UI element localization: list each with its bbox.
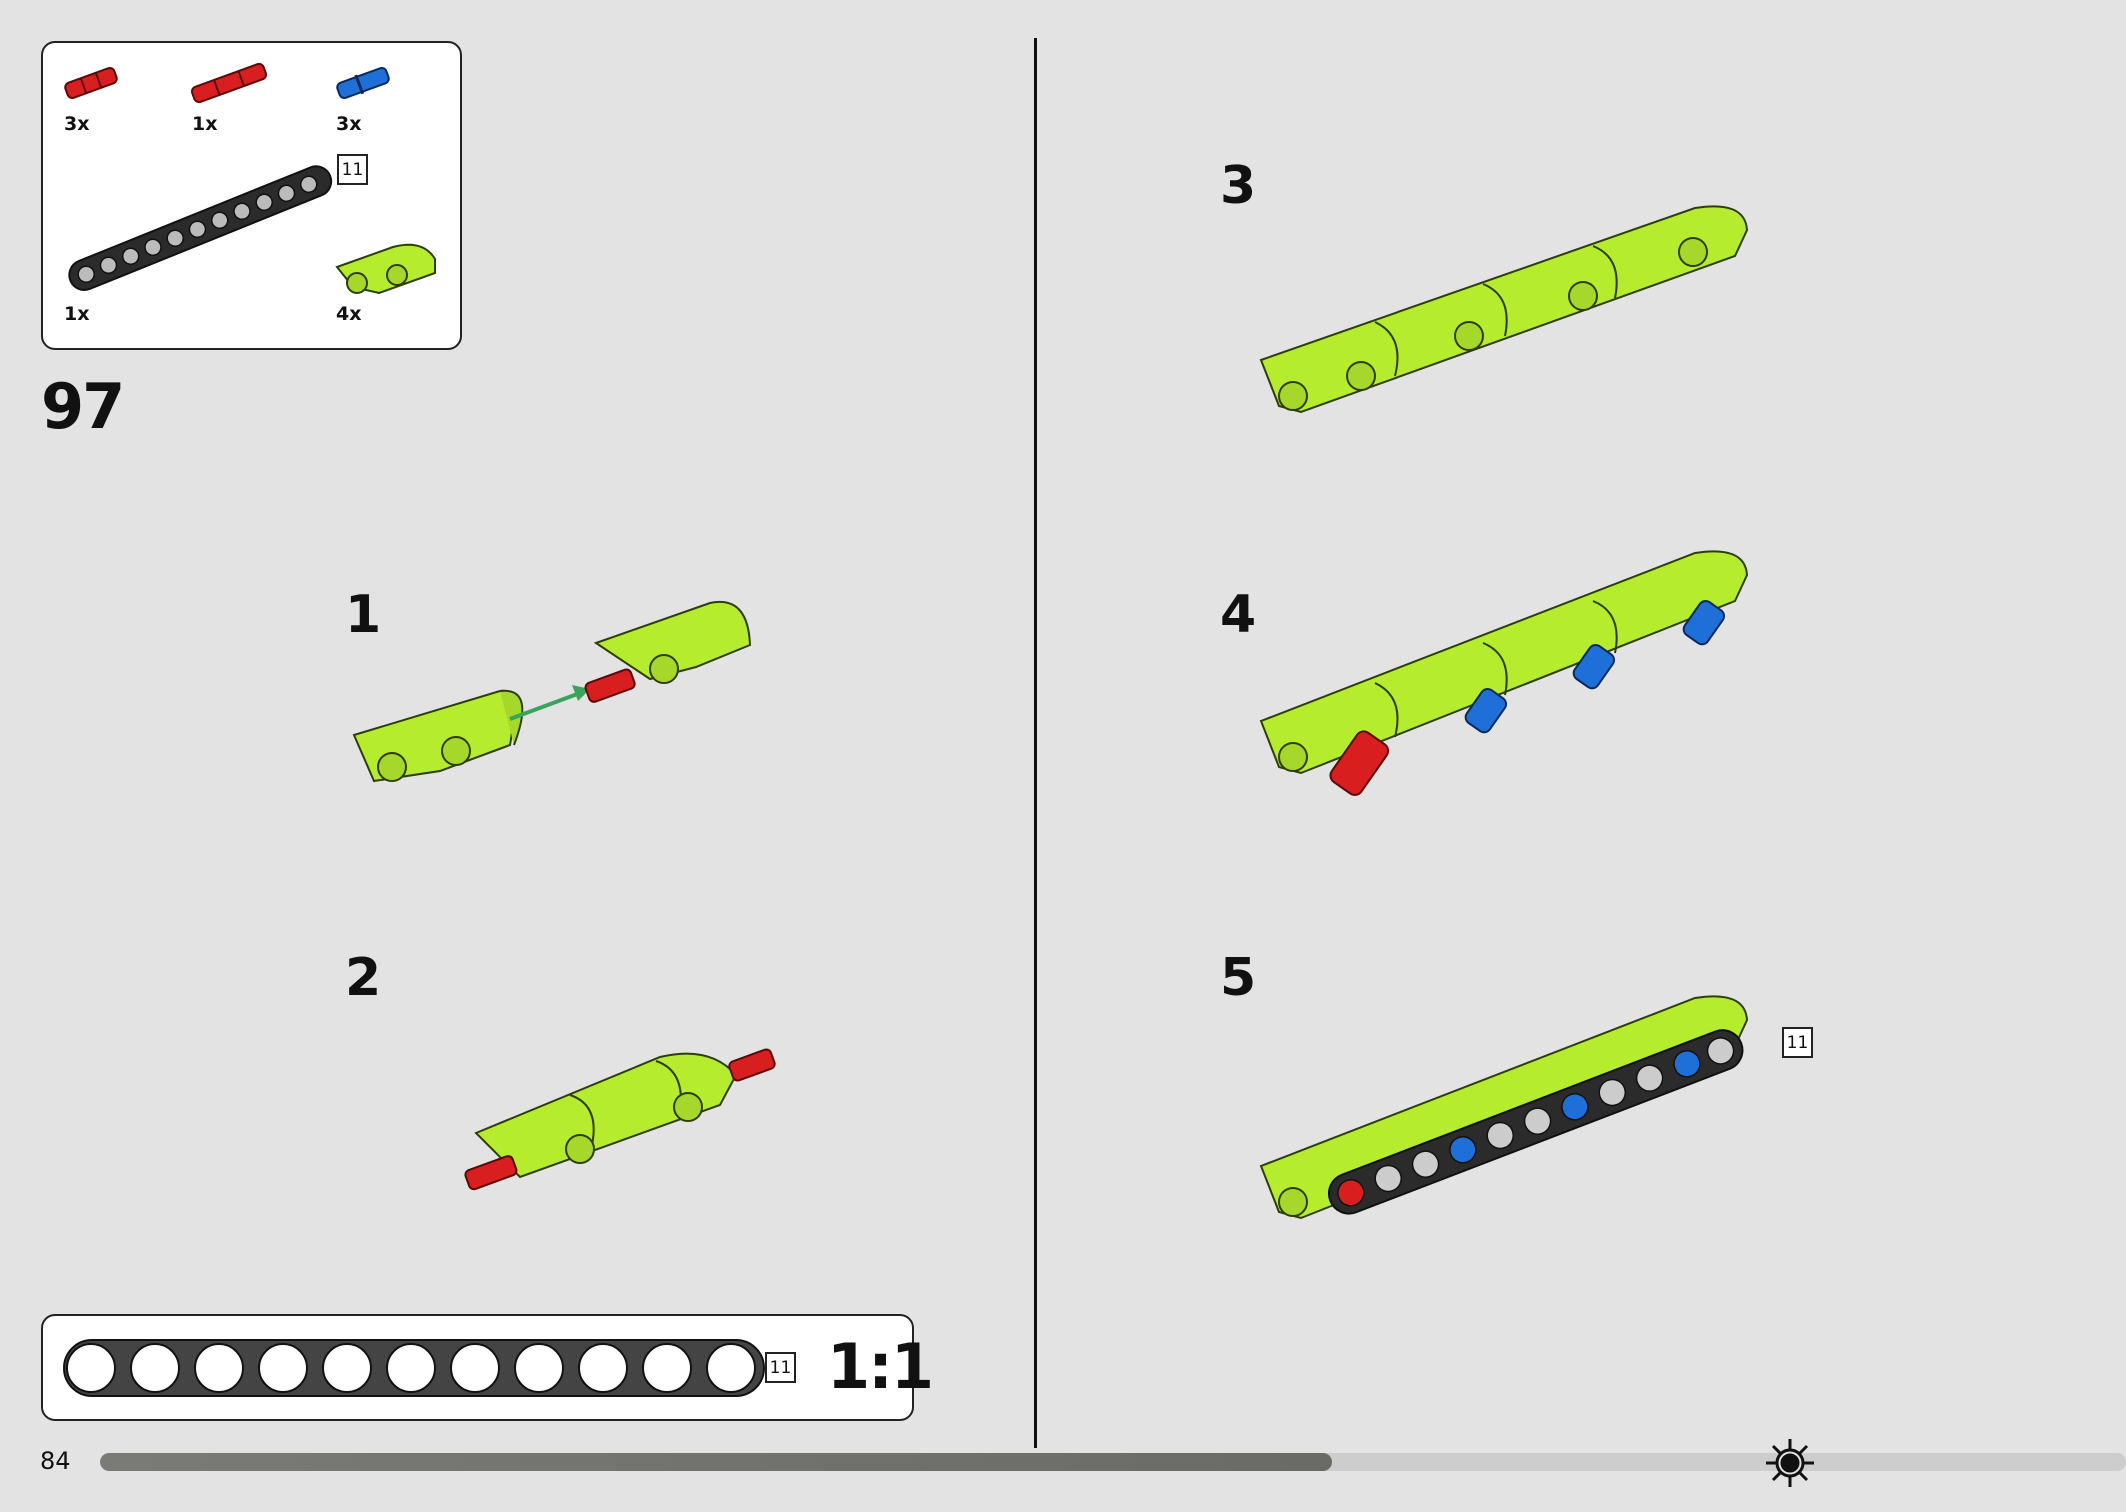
red-pin-icon — [64, 66, 118, 100]
ruler-callout-box: 11 1:1 — [41, 1314, 934, 1421]
blue-pin-icon — [336, 66, 390, 100]
sun-gear-icon — [1766, 1439, 1814, 1487]
beam-length-tag: 11 — [337, 154, 368, 185]
sub-step-5-label: 5 — [1220, 948, 1257, 1008]
step-5-illustration — [1259, 995, 1749, 1220]
page-divider — [1034, 38, 1037, 1448]
red-long-pin-icon — [190, 62, 268, 104]
progress-bar — [100, 1453, 2126, 1471]
qty-black-beam: 1x — [64, 303, 90, 325]
step-2-illustration — [464, 1048, 776, 1191]
qty-blue-pin: 3x — [336, 113, 362, 135]
ruler-beam-icon — [63, 1339, 765, 1397]
progress-bar-fill — [100, 1453, 1332, 1471]
qty-red-long-pin: 1x — [192, 113, 218, 135]
black-beam-icon — [68, 165, 333, 291]
assembly-arrow-icon — [509, 691, 581, 721]
ruler-scale: 1:1 — [827, 1330, 934, 1403]
step-4-illustration — [1259, 550, 1749, 796]
sub-step-2-label: 2 — [345, 948, 382, 1008]
qty-lime-panel: 4x — [336, 303, 362, 325]
lime-panel-icon — [335, 243, 436, 295]
qty-red-pin: 3x — [64, 113, 90, 135]
parts-list-box: 3x 1x 3x 11 1x 4x — [41, 41, 462, 350]
step-1-illustration — [352, 600, 752, 783]
sub-step-1-label: 1 — [345, 585, 382, 645]
sub-step-4-label: 4 — [1220, 585, 1257, 645]
page-number: 84 — [40, 1447, 71, 1475]
sub-step-3-label: 3 — [1220, 156, 1257, 216]
step-number: 97 — [41, 370, 125, 443]
ruler-length-tag: 11 — [765, 1352, 796, 1383]
step-5-beam-length-tag: 11 — [1782, 1027, 1813, 1058]
step-3-illustration — [1259, 205, 1749, 414]
